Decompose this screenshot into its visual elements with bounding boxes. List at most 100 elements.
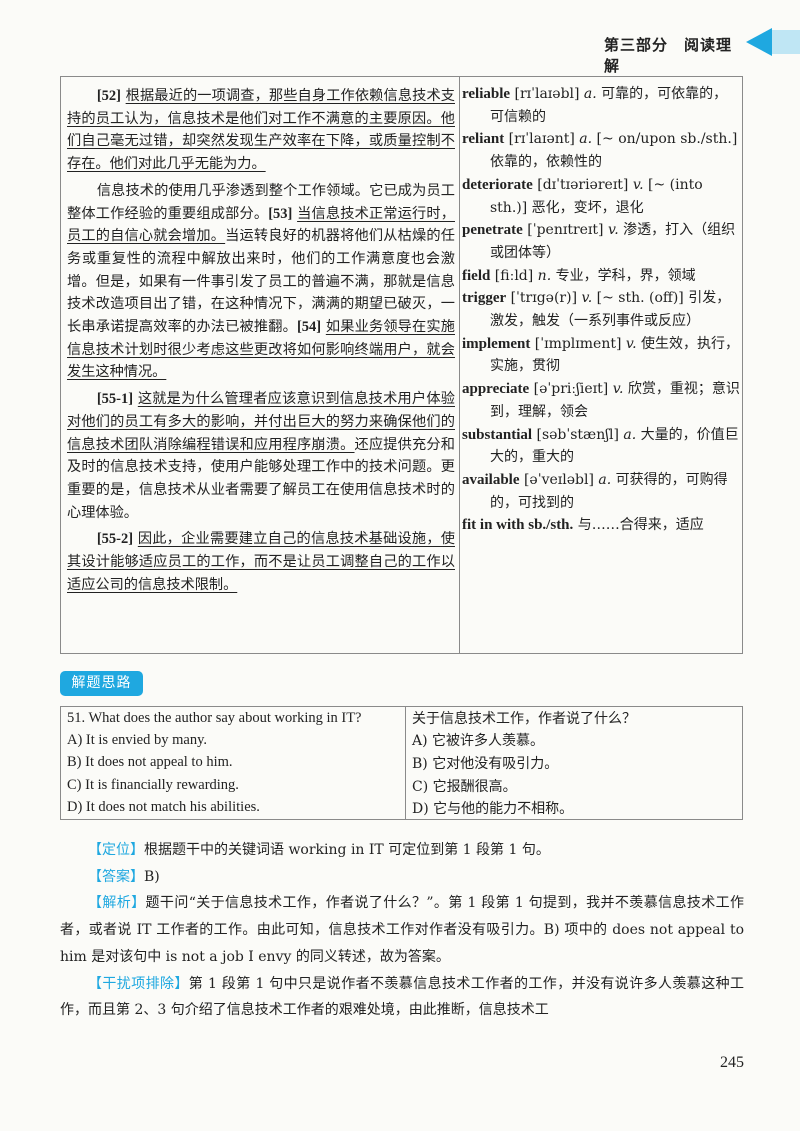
option-row: D) It does not match his abilities.D) 它与… [60,796,743,820]
sentence-tag: [55-1] [96,391,134,408]
vocab-word: fit in with sb./sth. [462,517,574,534]
vocab-entry: implement [ˈɪmplɪment] v. 使生效，执行，实施，贯彻 [462,333,740,378]
underlined-sentence: 因此，企业需要建立自己的信息技术基础设施，使其设计能够适应员工的工作，而不是让员… [67,531,455,593]
option-row: A) It is envied by many.A) 它被许多人羡慕。 [60,729,743,752]
vocab-word: available [462,471,520,488]
vocab-word: trigger [462,290,507,307]
answer-row: 【答案】B) [60,864,744,891]
explanation-label: 【解析】 [88,895,146,912]
page-number: 245 [720,1054,744,1071]
chinese-cell: C) 它报酬很高。 [405,774,743,797]
vocab-meaning: 可靠的，可依靠的，可信赖的 [490,86,728,125]
vocab-entry: available [əˈveɪləbl] a. 可获得的，可购得的，可找到的 [462,469,740,514]
vocab-pos: a. [583,86,597,102]
plain-text: 当运转良好的机器将他们从枯燥的任务或重复性的流程中解放出来时，他们的工作满意度也… [67,228,455,336]
distractor-row: 【干扰项排除】第 1 段第 1 句中只是说作者不羡慕信息技术工作者的工作，并没有… [60,971,744,1024]
vocab-pos: v. [612,381,624,398]
underlined-sentence: 当信息技术正常运行时，员工的自信心就会增加。 [67,205,455,245]
analysis-section: 【定位】根据题干中的关键词语 working in IT 可定位到第 1 段第 … [60,837,744,1024]
plain-text: 信息技术的使用几乎渗透到整个工作领域。它已成为员工整体工作经验的重要组成部分。 [67,182,455,222]
vocab-phonetic: [səbˈstænʃl] [536,426,619,443]
translation-paragraph-2: 信息技术的使用几乎渗透到整个工作领域。它已成为员工整体工作经验的重要组成部分。[… [67,180,455,384]
explanation-row: 【解析】题干问“关于信息技术工作，作者说了什么？”。第 1 段第 1 句提到，我… [60,890,744,970]
vocab-word: substantial [462,426,533,443]
vocab-meaning: [~ on/upon sb./sth.] 依靠的，依赖性的 [490,131,738,171]
vocab-meaning: 专业，学科，界，领域 [555,267,696,284]
vocab-phonetic: [fiːld] [494,267,534,284]
vocab-phonetic: [ˈpenɪtreɪt] [527,222,604,239]
vocab-meaning: 渗透，打入（组织或团体等） [490,222,736,261]
vocab-entry: trigger [ˈtrɪgə(r)] v. [~ sth. (off)] 引发… [462,287,740,332]
vocab-phonetic: [əˈveɪləbl] [523,471,594,488]
vocab-word: implement [462,335,531,352]
vocab-entry: penetrate [ˈpenɪtreɪt] v. 渗透，打入（组织或团体等） [462,219,740,264]
vocab-pos: a. [579,131,593,148]
vocab-pos: v. [607,222,619,239]
sentence-tag: [52] [96,88,121,104]
locate-label: 【定位】 [88,842,144,858]
locate-row: 【定位】根据题干中的关键词语 working in IT 可定位到第 1 段第 … [60,837,744,864]
explanation-text: 题干问“关于信息技术工作，作者说了什么？”。第 1 段第 1 句提到，我并不羡慕… [60,895,744,965]
sentence-tag: [54] [296,319,322,336]
vocab-word: deteriorate [462,176,533,193]
vocab-entry: reliant [rɪˈlaɪənt] a. [~ on/upon sb./st… [462,128,740,173]
vocab-phonetic: [rɪˈlaɪənt] [508,131,575,148]
answer-label: 【答案】 [88,868,144,885]
chinese-cell: B) 它对他没有吸引力。 [405,751,743,775]
vocab-meaning: 可获得的，可购得的，可找到的 [490,471,728,511]
vocab-word: penetrate [462,222,523,239]
vocab-word: reliable [462,86,511,102]
vocab-meaning: [~ sth. (off)] 引发，激发，触发（一系列事件或反应） [490,290,731,330]
translation-text: [52] 根据最近的一项调查，那些自身工作依赖信息技术支持的员工认为，信息技术是… [67,85,455,596]
plain-text: 还应提供充分和及时的信息技术支持，使用户能够处理工作中的技术问题。更重要的是，信… [67,436,455,521]
chinese-cell: D) 它与他的能力不相称。 [405,796,743,820]
option-row: B) It does not appeal to him.B) 它对他没有吸引力… [60,751,743,775]
distractor-label: 【干扰项排除】 [88,975,189,992]
translation-paragraph-3: [55-1] 这就是为什么管理者应该意识到信息技术用户体验对他们的员工有多大的影… [67,388,455,524]
sentence-tag: [53] [268,205,293,222]
vocab-meaning: 与……合得来，适应 [577,517,704,534]
chinese-cell: 关于信息技术工作，作者说了什么？ [405,706,743,730]
english-cell: A) It is envied by many. [60,729,406,752]
translation-box: [52] 根据最近的一项调查，那些自身工作依赖信息技术支持的员工认为，信息技术是… [60,76,460,654]
vocab-phonetic: [ˈtrɪgə(r)] [510,290,578,307]
vocab-meaning: 大量的，价值巨大的，重大的 [490,426,739,466]
vocab-entry: field [fiːld] n. 专业，学科，界，领域 [462,265,740,288]
vocab-phonetic: [rɪˈlaɪəbl] [514,86,580,102]
question-table: 51. What does the author say about worki… [60,706,743,820]
underlined-sentence: 如果业务领导在实施信息技术计划时很少考虑这些更改将如何影响终端用户，就会发生这种… [67,319,455,381]
translation-paragraph-4: [55-2] 因此，企业需要建立自己的信息技术基础设施，使其设计能够适应员工的工… [67,528,455,596]
underlined-sentence: 这就是为什么管理者应该意识到信息技术用户体验对他们的员工有多大的影响，并付出巨大… [67,391,455,453]
vocab-phonetic: [dɪˈtɪəriəreɪt] [537,176,629,193]
vocab-pos: n. [537,267,552,284]
vocab-pos: v. [581,290,593,307]
vocab-word: appreciate [462,381,530,398]
chinese-cell: A) 它被许多人羡慕。 [405,729,743,752]
vocab-meaning: 欣赏，重视；意识到，理解，领会 [490,381,740,420]
option-row: C) It is financially rewarding.C) 它报酬很高。 [60,774,743,797]
vocab-entry: substantial [səbˈstænʃl] a. 大量的，价值巨大的，重大… [462,424,740,469]
answer-text: B) [144,868,160,885]
locate-text: 根据题干中的关键词语 working in IT 可定位到第 1 段第 1 句。 [144,842,550,858]
vocab-entry: fit in with sb./sth. 与……合得来，适应 [462,514,740,537]
header-arrow-marker [746,28,772,56]
english-cell: B) It does not appeal to him. [60,751,406,775]
english-cell: D) It does not match his abilities. [60,796,406,820]
vocab-entry: deteriorate [dɪˈtɪəriəreɪt] v. [~ (into … [462,174,740,219]
sentence-tag: [55-2] [96,531,134,548]
section-header-title: 第三部分 阅读理解 [604,36,733,75]
section-badge: 解题思路 [60,671,143,696]
vocab-word: reliant [462,131,505,148]
vocab-entry: appreciate [əˈpriːʃieɪt] v. 欣赏，重视；意识到，理解… [462,378,740,423]
vocab-pos: a. [598,471,612,488]
vocab-phonetic: [ˈɪmplɪment] [534,335,622,352]
vocab-meaning: [~ (into sth.)] 恶化，变坏，退化 [490,176,703,216]
vocab-pos: a. [623,426,637,443]
english-cell: 51. What does the author say about worki… [60,706,406,730]
vocab-pos: v. [632,176,644,193]
english-cell: C) It is financially rewarding. [60,774,406,797]
vocab-word: field [462,267,491,284]
vocab-phonetic: [əˈpriːʃieɪt] [533,381,609,398]
